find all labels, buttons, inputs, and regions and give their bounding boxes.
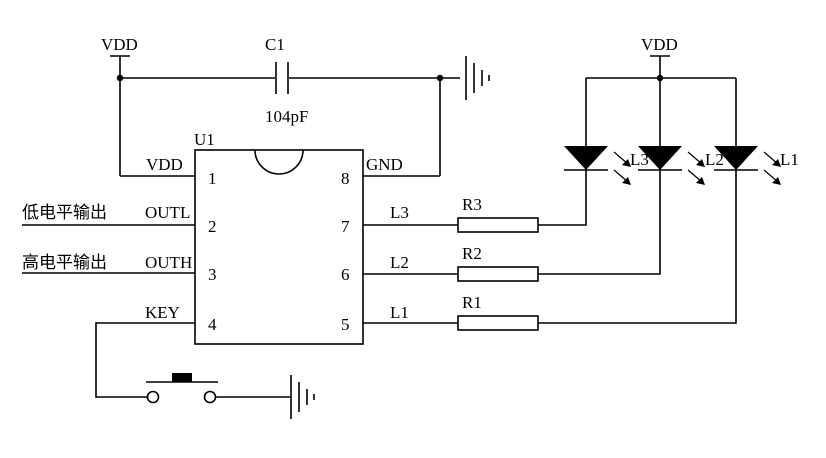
pin-label-l2: L2 xyxy=(390,253,409,272)
pin-number: 6 xyxy=(341,265,350,284)
high-output-label: 高电平输出 xyxy=(22,253,107,273)
ic-notch xyxy=(254,149,304,175)
resistor-r1 xyxy=(457,315,539,331)
vdd-right-label: VDD xyxy=(641,35,678,54)
vdd-left-label: VDD xyxy=(101,35,138,54)
pin-number: 3 xyxy=(208,265,217,284)
pin-label-outl: OUTL xyxy=(145,203,190,222)
wire-key xyxy=(95,322,195,398)
resistor-r2 xyxy=(457,266,539,282)
pin-label-key: KEY xyxy=(145,303,180,322)
pin-label-l3: L3 xyxy=(390,203,409,222)
pin-label-gnd: GND xyxy=(366,155,403,174)
pin-number: 5 xyxy=(341,315,350,334)
ground-bottom-symbol xyxy=(290,375,315,419)
wire-r2-led2 xyxy=(538,170,661,275)
led-l3 xyxy=(564,146,631,185)
switch-contact xyxy=(203,390,217,404)
pin-label-vdd: VDD xyxy=(146,155,183,174)
led-l3-label: L3 xyxy=(630,150,649,169)
capacitor-name: C1 xyxy=(265,35,285,54)
resistor-r1-label: R1 xyxy=(462,293,482,312)
vdd-left-symbol xyxy=(110,55,130,78)
pin-label-outh: OUTH xyxy=(145,253,192,272)
ic-name: U1 xyxy=(194,130,215,149)
ic-u1-body xyxy=(194,149,364,345)
pin-number: 4 xyxy=(208,315,217,334)
led-l1 xyxy=(714,146,781,185)
ground-top-symbol xyxy=(465,56,490,100)
low-output-label: 低电平输出 xyxy=(22,203,107,223)
led-l2 xyxy=(638,146,705,185)
pin-number: 2 xyxy=(208,217,217,236)
vdd-right-symbol xyxy=(650,55,670,78)
wire-r3-led3 xyxy=(538,170,587,226)
capacitor-value: 104pF xyxy=(265,107,308,126)
wire-r1-led1 xyxy=(538,170,737,324)
capacitor-c1 xyxy=(275,62,289,94)
led-l1-label: L1 xyxy=(780,150,799,169)
pin-label-l1: L1 xyxy=(390,303,409,322)
switch-contact xyxy=(146,390,160,404)
pin-number: 7 xyxy=(341,217,350,236)
resistor-r2-label: R2 xyxy=(462,244,482,263)
resistor-r3 xyxy=(457,217,539,233)
led-l2-label: L2 xyxy=(705,150,724,169)
switch-button xyxy=(172,373,192,382)
pin-number: 1 xyxy=(208,169,217,188)
resistor-r3-label: R3 xyxy=(462,195,482,214)
pin-number: 8 xyxy=(341,169,350,188)
